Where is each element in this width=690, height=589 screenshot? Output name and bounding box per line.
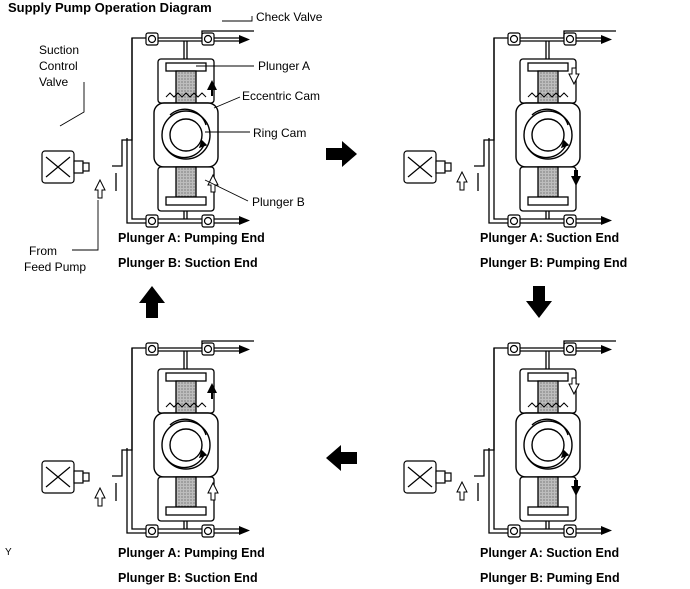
- callout-suction-line1: Suction: [39, 43, 80, 57]
- pump-unit-bottom-left: [41, 340, 255, 538]
- caption-bottom-right-a: Plunger A: Suction End: [480, 546, 620, 560]
- pump-unit-bottom-right: [403, 340, 617, 538]
- arrow-up: [139, 286, 165, 318]
- caption-top-left-b: Plunger B: Suction End: [118, 256, 258, 270]
- callout-check-valve: Check Valve: [256, 10, 323, 24]
- caption-top-left-a: Plunger A: Pumping End: [118, 231, 265, 245]
- feed-arrows: [94, 170, 468, 507]
- callout-ring-cam: Ring Cam: [253, 126, 307, 140]
- caption-bottom-left-a: Plunger A: Pumping End: [118, 546, 265, 560]
- corner-mark: Y: [5, 547, 12, 558]
- callout-plunger-a: Plunger A: [258, 59, 311, 73]
- callout-from-line1: From: [29, 244, 57, 258]
- arrow-right: [326, 141, 357, 167]
- pump-unit-top-right: [403, 30, 617, 228]
- transition-arrows: [139, 141, 552, 471]
- caption-bottom-right-b: Plunger B: Puming End: [480, 571, 620, 585]
- callout-suction-line3: Valve: [39, 75, 69, 89]
- arrow-down: [526, 286, 552, 318]
- callout-leaders: [59, 16, 254, 251]
- callout-suction-line2: Control: [39, 59, 78, 73]
- callout-eccentric-cam: Eccentric Cam: [242, 89, 321, 103]
- diagram-title: Supply Pump Operation Diagram: [8, 0, 212, 15]
- callout-plunger-b: Plunger B: [252, 195, 305, 209]
- caption-top-right-b: Plunger B: Pumping End: [480, 256, 628, 270]
- callout-from-line2: Feed Pump: [24, 260, 87, 274]
- arrow-left: [326, 445, 357, 471]
- caption-top-right-a: Plunger A: Suction End: [480, 231, 620, 245]
- caption-bottom-left-b: Plunger B: Suction End: [118, 571, 258, 585]
